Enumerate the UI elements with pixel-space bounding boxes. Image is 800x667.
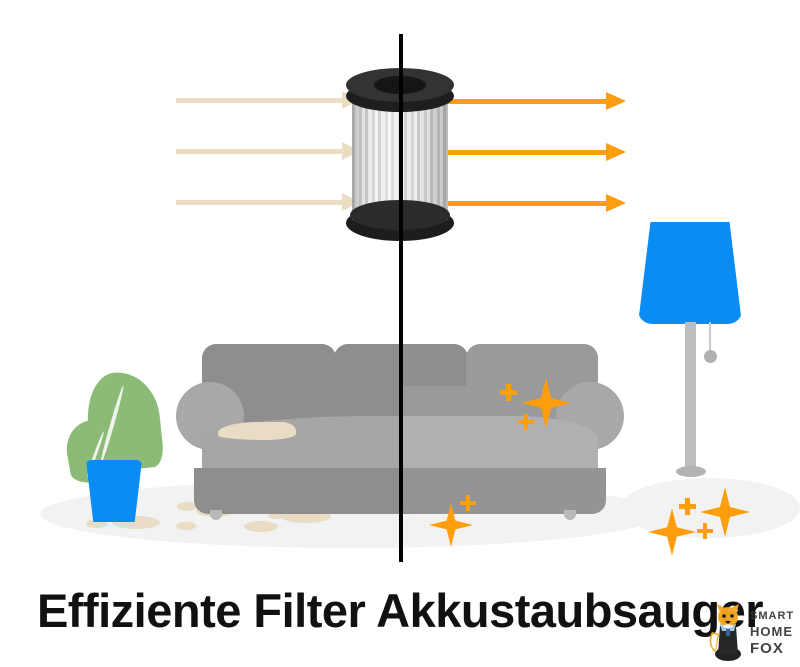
floor-dust-speck [244,521,278,532]
sparkle-plus [518,414,534,430]
vertical-split-line [399,34,403,562]
floor-lamp [638,222,750,512]
lamp-pull-chain-ball [704,350,717,363]
floor-dust-speck [177,502,197,511]
floor-dust-speck [176,522,196,530]
logo-line-smart: SMART [750,610,795,622]
caption-band [0,562,800,667]
sparkle-plus [697,523,713,539]
clean-air-arrow-3 [442,194,626,212]
sofa-foot-left [210,510,222,520]
lamp-pole [685,322,696,472]
floor-shadow-lamp [620,478,800,538]
logo-line-fox: FOX [750,640,784,657]
plant-pot [86,460,142,522]
lamp-foot [676,466,706,477]
sofa-seat-clean [400,416,598,472]
sofa-foot-right [564,510,576,520]
floor-dust-speck [86,519,108,528]
sparkle-plus [500,384,517,401]
clean-air-arrow-2 [442,143,626,161]
clean-air-arrow-1 [442,92,626,110]
fox-mascot-icon [709,604,741,661]
sparkle-plus [460,495,476,511]
dirty-air-arrow-3 [176,193,360,211]
page-title: Effiziente Filter Akkustaubsauger [36,584,764,637]
sofa-base-clean [400,468,606,514]
floor-dust-speck [268,512,284,519]
potted-plant [62,368,166,522]
lamp-shade [638,222,742,324]
dirty-air-arrow-1 [176,91,360,109]
sparkle-plus [679,498,696,515]
dirty-air-arrow-2 [176,142,360,160]
lamp-pull-chain [709,322,711,354]
sofa-dirt-stain [218,422,296,440]
logo-line-home: HOME [750,624,793,639]
smart-home-fox-logo: SMART HOME FOX [706,604,798,662]
